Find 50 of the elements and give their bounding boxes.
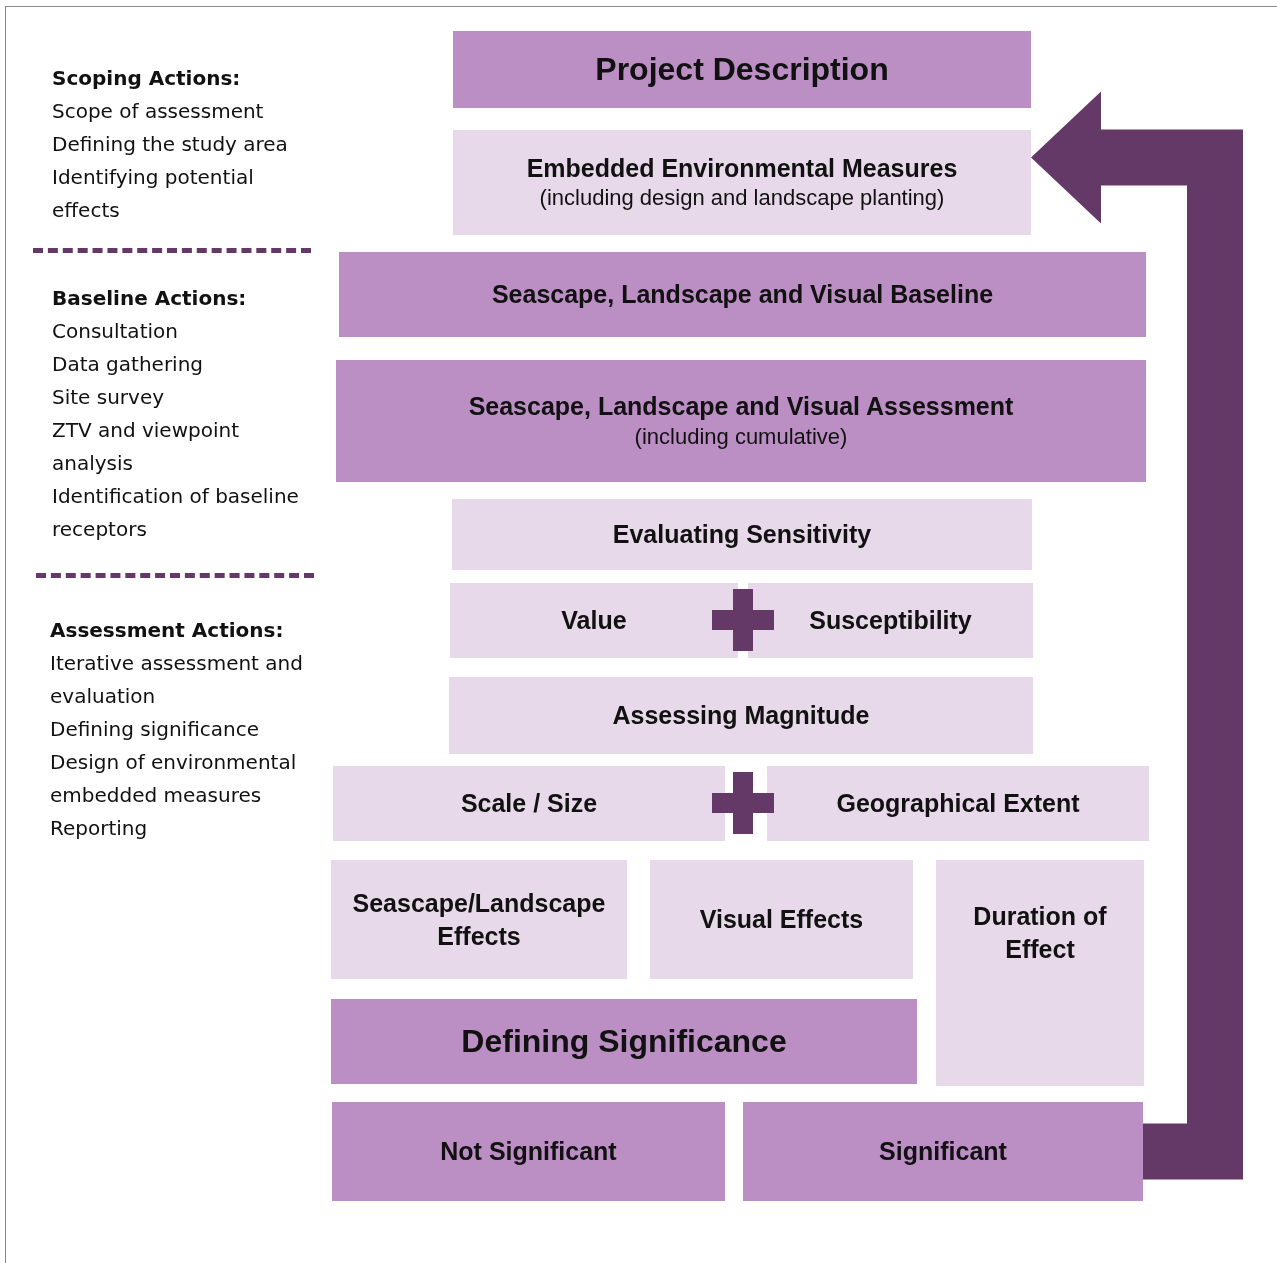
box-title: Visual Effects — [699, 904, 864, 936]
action-item: Reporting — [50, 815, 149, 842]
sub-process-box — [333, 766, 725, 841]
box-title: Assessing Magnitude — [612, 700, 870, 732]
box-title: Geographical Extent — [836, 788, 1080, 820]
box-title: Susceptibility — [809, 605, 972, 637]
sub-process-box — [450, 583, 738, 658]
action-item: Defining significance — [50, 716, 260, 743]
action-item: Scope of assessment — [52, 98, 265, 125]
sub-process-box — [449, 677, 1033, 754]
section-heading: Assessment Actions: — [50, 617, 285, 644]
box-title: Not Significant — [440, 1136, 617, 1168]
box-title: Value — [561, 605, 627, 637]
sub-process-box — [748, 583, 1033, 658]
action-item: Identification of baseline receptors — [52, 483, 300, 543]
process-box — [336, 360, 1146, 482]
box-title: Significant — [879, 1136, 1007, 1168]
process-box — [743, 1102, 1143, 1201]
box-subtitle: (including design and landscape planting) — [539, 184, 945, 213]
section-heading: Scoping Actions: — [52, 65, 242, 92]
sub-process-box — [453, 130, 1031, 235]
action-item: Identifying potential effects — [52, 164, 255, 224]
action-item: ZTV and viewpoint analysis — [52, 417, 240, 477]
action-item: Consultation — [52, 318, 179, 345]
process-box — [339, 252, 1146, 337]
section-heading: Baseline Actions: — [52, 285, 248, 312]
action-item: Design of environmental embedded measures — [50, 749, 298, 809]
process-box — [453, 31, 1031, 108]
sub-process-box — [331, 860, 627, 979]
action-item: Iterative assessment and evaluation — [50, 650, 304, 710]
sub-process-box — [452, 499, 1032, 570]
action-item: Data gathering — [52, 351, 205, 378]
box-subtitle: (including cumulative) — [634, 422, 848, 451]
sub-process-box — [767, 766, 1149, 841]
box-title: Evaluating Sensitivity — [612, 519, 872, 551]
box-title: Project Description — [595, 49, 889, 89]
box-title: Seascape, Landscape and Visual Baseline — [491, 279, 994, 311]
action-item: Defining the study area — [52, 131, 289, 158]
box-title: Defining Significance — [461, 1021, 787, 1061]
box-title: Duration of Effect — [972, 901, 1108, 965]
box-title: Embedded Environmental Measures — [526, 152, 958, 184]
sub-process-box — [936, 860, 1144, 1086]
process-box — [332, 1102, 725, 1201]
block-arrow — [1031, 91, 1243, 1180]
box-title: Seascape/Landscape Effects — [351, 888, 607, 952]
box-title: Scale / Size — [460, 788, 598, 820]
process-box — [331, 999, 917, 1084]
box-title: Seascape, Landscape and Visual Assessment — [468, 391, 1014, 423]
action-item: Site survey — [52, 384, 166, 411]
sub-process-box — [650, 860, 913, 979]
